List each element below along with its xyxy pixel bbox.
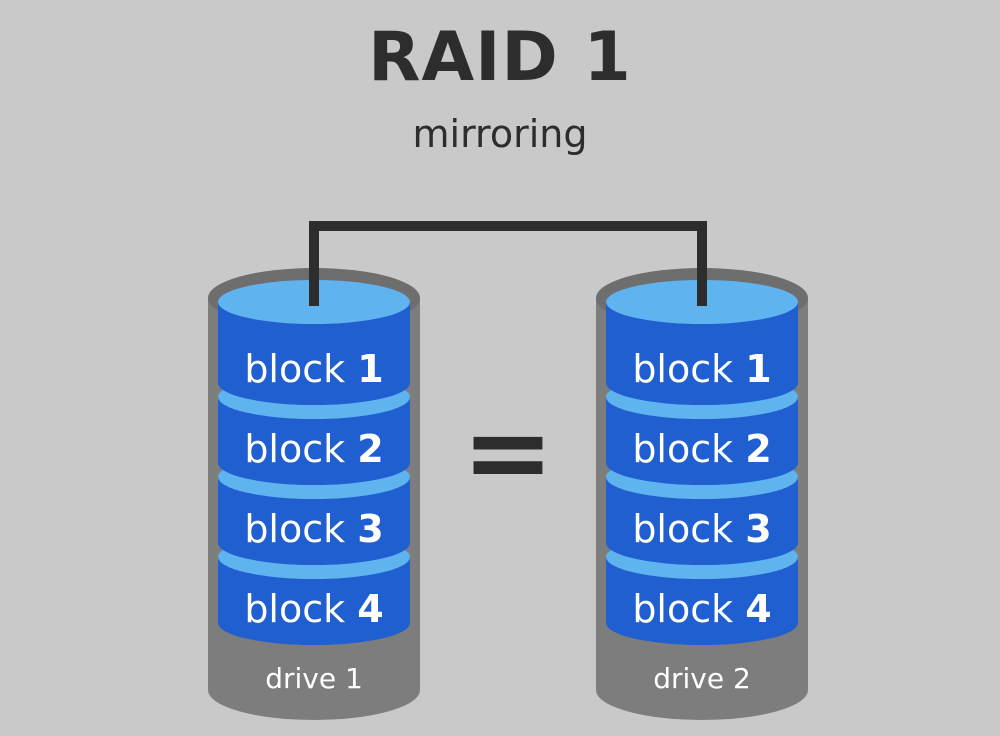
drive-1-block-1-label: block 1 bbox=[244, 347, 383, 391]
drive-2: block 4 block 3 block 2 block 1 drive 2 bbox=[596, 268, 808, 720]
drive-1-block-3-label: block 3 bbox=[244, 507, 383, 551]
mirror-connector-line bbox=[309, 221, 707, 306]
drive-2-block-3-label: block 3 bbox=[632, 507, 771, 551]
drive-2-block-1-label: block 1 bbox=[632, 347, 771, 391]
diagram-subtitle: mirroring bbox=[412, 112, 588, 156]
drive-2-block-2-label: block 2 bbox=[632, 427, 771, 471]
drive-1-block-2-label: block 2 bbox=[244, 427, 383, 471]
drive-1-label: drive 1 bbox=[265, 662, 363, 695]
diagram-title: RAID 1 bbox=[368, 18, 632, 97]
drive-1: block 4 block 3 block 2 block 1 drive 1 bbox=[208, 268, 420, 720]
drive-2-block-4-label: block 4 bbox=[632, 587, 771, 631]
drive-2-block-1: block 1 bbox=[606, 280, 798, 405]
drive-1-block-4-label: block 4 bbox=[244, 587, 383, 631]
equals-sign: = bbox=[462, 388, 554, 516]
drive-2-label: drive 2 bbox=[653, 662, 751, 695]
